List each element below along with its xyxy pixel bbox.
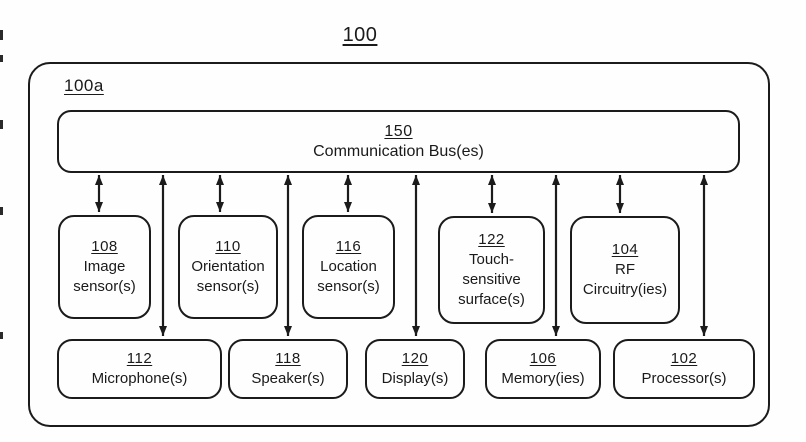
scan-artifact: [0, 332, 3, 339]
box-image-sensors: 108 Image sensor(s): [58, 215, 151, 319]
block-ref: 122: [478, 231, 505, 248]
block-label: Speaker(s): [251, 370, 325, 387]
block-label: Orientation sensor(s): [191, 258, 265, 295]
box-microphones: 112 Microphone(s): [57, 339, 222, 399]
block-label: Memory(ies): [501, 370, 585, 387]
block-label: Display(s): [381, 370, 449, 387]
box-displays: 120 Display(s): [365, 339, 465, 399]
device-outline-box: [28, 62, 770, 427]
box-rf-circuitry: 104 RF Circuitry(ies): [570, 216, 680, 324]
box-orientation-sensors: 110 Orientation sensor(s): [178, 215, 278, 319]
block-label: Image sensor(s): [73, 258, 136, 295]
figure-title: 100: [342, 24, 378, 46]
scan-artifact: [0, 207, 3, 215]
scan-artifact: [0, 120, 3, 129]
block-label: Touch-sensitive surface(s): [458, 251, 525, 308]
device-ref-label: 100a: [64, 76, 104, 95]
block-label: RF Circuitry(ies): [582, 261, 668, 298]
block-label: Microphone(s): [91, 370, 188, 387]
block-ref: 102: [670, 350, 698, 367]
block-ref: 104: [611, 241, 639, 258]
box-processors: 102 Processor(s): [613, 339, 755, 399]
block-ref: 108: [91, 238, 118, 255]
block-ref: 106: [529, 350, 557, 367]
block-ref: 116: [335, 238, 362, 255]
block-label: Location sensor(s): [317, 258, 380, 295]
block-label: Processor(s): [641, 370, 727, 387]
box-touch-sensitive-surface: 122 Touch-sensitive surface(s): [438, 216, 545, 324]
block-ref: 118: [275, 350, 301, 367]
communication-bus-box: 150 Communication Bus(es): [57, 110, 740, 173]
bus-ref: 150: [384, 122, 413, 140]
block-ref: 112: [126, 350, 153, 367]
block-ref: 120: [401, 350, 429, 367]
box-location-sensors: 116 Location sensor(s): [302, 215, 395, 319]
block-ref: 110: [215, 238, 241, 255]
bus-label: Communication Bus(es): [313, 142, 484, 160]
scan-artifact: [0, 30, 3, 40]
scan-artifact: [0, 55, 3, 62]
box-memories: 106 Memory(ies): [485, 339, 601, 399]
box-speakers: 118 Speaker(s): [228, 339, 348, 399]
